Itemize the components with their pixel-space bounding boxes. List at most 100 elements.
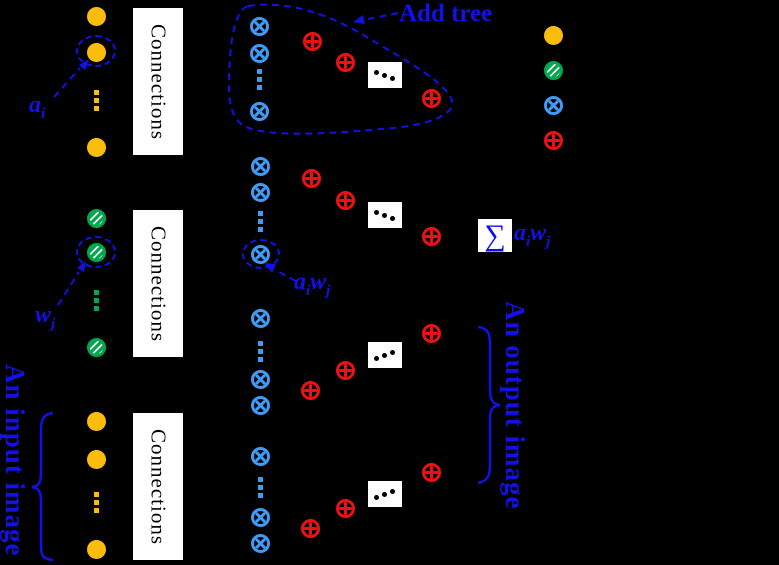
adder-node-icon bbox=[301, 168, 321, 188]
ellipsis-dot bbox=[382, 73, 387, 78]
ellipsis-dot bbox=[390, 216, 395, 221]
highlight-ring bbox=[242, 239, 280, 269]
ellipsis-dot bbox=[374, 495, 379, 500]
multiplier-node-icon bbox=[249, 43, 269, 63]
sum-base2: w bbox=[530, 220, 547, 247]
vertical-ellipsis-dot bbox=[93, 97, 99, 103]
vertical-ellipsis-dot bbox=[256, 68, 262, 74]
vertical-ellipsis-dot bbox=[93, 499, 99, 505]
connections-label: Connections bbox=[146, 428, 171, 545]
vertical-ellipsis-dot bbox=[93, 305, 99, 311]
adder-node-icon bbox=[335, 498, 355, 518]
ellipsis-dot bbox=[390, 350, 395, 355]
adder-node-icon bbox=[421, 88, 441, 108]
add-tree-label: Add tree bbox=[399, 0, 493, 27]
connections-label: Connections bbox=[146, 225, 171, 342]
a-i-sub: i bbox=[41, 105, 46, 122]
multiplier-node-icon bbox=[250, 507, 270, 527]
multiplier-node-icon bbox=[250, 308, 270, 328]
multiplier-node-icon bbox=[249, 16, 269, 36]
aiwj-sub2: j bbox=[326, 282, 331, 299]
add-tree-arrowhead-icon bbox=[353, 15, 365, 24]
multiplier-node-icon bbox=[250, 533, 270, 553]
input-neuron-dot bbox=[86, 137, 106, 157]
sum-math-part: aiwj bbox=[514, 221, 550, 250]
ellipsis-dot bbox=[390, 76, 395, 81]
ellipsis-dot bbox=[374, 356, 379, 361]
input-neuron-dot bbox=[86, 411, 106, 431]
weight-value-label: wj bbox=[35, 303, 55, 332]
aiwj-base1: a bbox=[294, 269, 306, 295]
vertical-ellipsis-dot bbox=[93, 507, 99, 513]
legend-weight-icon bbox=[543, 60, 563, 80]
vertical-ellipsis-dot bbox=[257, 226, 263, 232]
input-image-brace bbox=[31, 411, 54, 562]
ellipsis-box bbox=[368, 481, 402, 507]
connections-box: Connections bbox=[133, 8, 183, 155]
vertical-ellipsis-dot bbox=[257, 484, 263, 490]
vertical-ellipsis-dot bbox=[93, 89, 99, 95]
a-i-base: a bbox=[29, 92, 41, 118]
vertical-ellipsis-dot bbox=[93, 289, 99, 295]
sum-sub1: i bbox=[526, 233, 531, 250]
vertical-ellipsis-dot bbox=[257, 476, 263, 482]
vertical-ellipsis-dot bbox=[257, 348, 263, 354]
input-image-label: An input image bbox=[0, 364, 30, 557]
input-neuron-dot bbox=[86, 6, 106, 26]
w-j-base: w bbox=[35, 302, 52, 328]
activation-value-label: ai bbox=[29, 93, 45, 122]
adder-node-icon bbox=[421, 323, 441, 343]
multiplier-node-icon bbox=[250, 156, 270, 176]
input-neuron-dot bbox=[86, 449, 106, 469]
legend-multiplier-icon bbox=[543, 95, 563, 115]
adder-node-icon bbox=[300, 380, 320, 400]
a-i-arrow-line bbox=[53, 67, 81, 98]
ellipsis-box bbox=[368, 342, 402, 368]
vertical-ellipsis-dot bbox=[257, 218, 263, 224]
vertical-ellipsis-dot bbox=[93, 297, 99, 303]
connections-box: Connections bbox=[133, 413, 183, 560]
vertical-ellipsis-dot bbox=[257, 356, 263, 362]
connections-label: Connections bbox=[146, 23, 171, 140]
input-neuron-dot bbox=[86, 539, 106, 559]
vertical-ellipsis-dot bbox=[256, 76, 262, 82]
vertical-ellipsis-dot bbox=[256, 84, 262, 90]
vertical-ellipsis-dot bbox=[257, 210, 263, 216]
sigma-symbol: ∑ bbox=[478, 219, 512, 252]
aiwj-sub1: i bbox=[306, 282, 311, 299]
ellipsis-box bbox=[368, 202, 402, 228]
adder-node-icon bbox=[335, 360, 355, 380]
w-j-arrow-line bbox=[57, 271, 80, 306]
ellipsis-box bbox=[368, 62, 402, 88]
adder-node-icon bbox=[421, 462, 441, 482]
multiplier-node-icon bbox=[250, 395, 270, 415]
ellipsis-dot bbox=[382, 353, 387, 358]
adder-node-icon bbox=[302, 31, 322, 51]
vertical-ellipsis-dot bbox=[93, 491, 99, 497]
sum-base1: a bbox=[514, 220, 526, 247]
adder-node-icon bbox=[300, 518, 320, 538]
multiplier-node-icon bbox=[250, 182, 270, 202]
ellipsis-dot bbox=[390, 489, 395, 494]
adder-node-icon bbox=[335, 52, 355, 72]
ellipsis-dot bbox=[382, 213, 387, 218]
adder-node-icon bbox=[335, 190, 355, 210]
highlight-ring bbox=[76, 236, 116, 268]
highlight-ring bbox=[76, 35, 116, 67]
w-j-sub: j bbox=[51, 315, 56, 332]
ellipsis-dot bbox=[374, 210, 379, 215]
vertical-ellipsis-dot bbox=[93, 105, 99, 111]
ellipsis-dot bbox=[374, 70, 379, 75]
legend-adder-icon bbox=[543, 130, 563, 150]
sum-sub2: j bbox=[546, 233, 551, 250]
legend-input-icon bbox=[543, 25, 563, 45]
multiplier-node-icon bbox=[250, 446, 270, 466]
product-value-label: aiwj bbox=[294, 270, 330, 299]
vertical-ellipsis-dot bbox=[257, 340, 263, 346]
weight-neuron-dot bbox=[86, 208, 106, 228]
multiplier-node-icon bbox=[250, 369, 270, 389]
adder-node-icon bbox=[421, 226, 441, 246]
weight-neuron-dot bbox=[86, 337, 106, 357]
vertical-ellipsis-dot bbox=[257, 492, 263, 498]
